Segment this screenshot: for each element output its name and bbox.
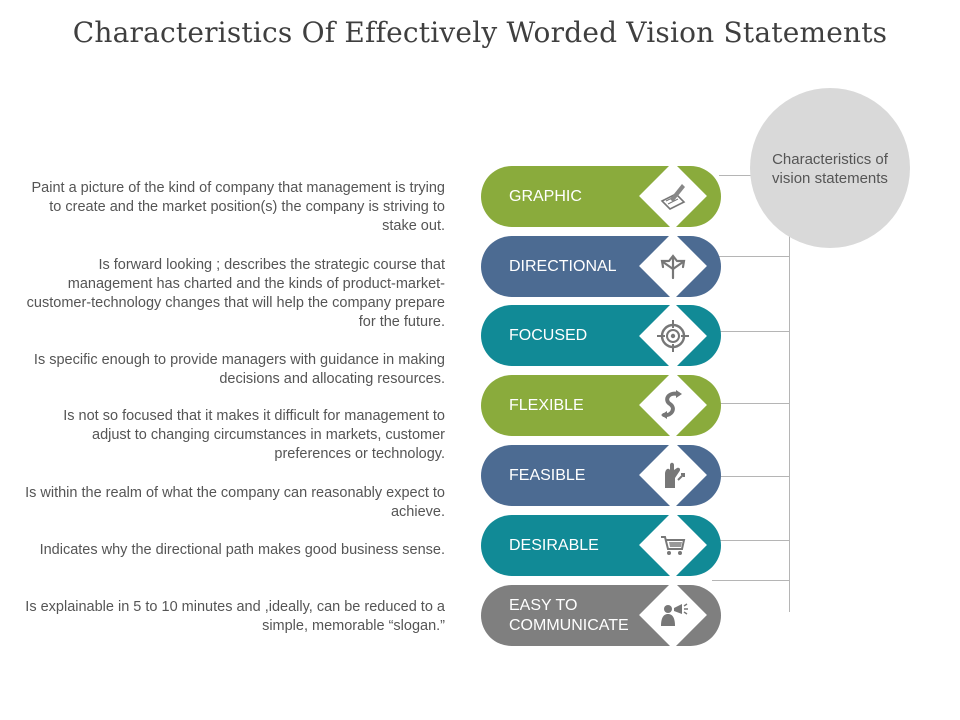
connector-focused <box>719 331 789 332</box>
pill-label: FLEXIBLE <box>509 396 584 414</box>
description-feasible: Is within the realm of what the company … <box>25 485 445 520</box>
description-focused: Is specific enough to provide managers w… <box>33 352 445 387</box>
connector-desirable <box>719 540 789 541</box>
pill-label: GRAPHIC <box>509 187 582 205</box>
pill-label: FEASIBLE <box>509 466 586 484</box>
description-desirable: Indicates why the directional path makes… <box>39 542 445 558</box>
target-icon <box>650 313 696 359</box>
center-circle <box>750 88 910 248</box>
megaphone-person-icon <box>650 592 696 638</box>
pill-label: DIRECTIONAL <box>509 257 617 275</box>
connector-easy-to-communicate <box>712 580 789 581</box>
pill-label: FOCUSED <box>509 326 588 344</box>
connector-directional <box>719 256 789 257</box>
description-directional: Is forward looking ; describes the strat… <box>26 257 445 330</box>
pill-label: DESIRABLE <box>509 536 599 554</box>
pen-paper-icon <box>650 173 696 219</box>
connector-feasible <box>719 476 789 477</box>
description-graphic: Paint a picture of the kind of company t… <box>31 180 445 234</box>
connector-graphic <box>719 175 751 176</box>
directions-arrows-icon <box>650 243 696 289</box>
connector-flexible <box>719 403 789 404</box>
description-flexible: Is not so focused that it makes it diffi… <box>63 408 445 462</box>
flex-arrows-icon <box>650 382 696 428</box>
description-easy-to-communicate: Is explainable in 5 to 10 minutes and ,i… <box>25 599 445 634</box>
page-title: Characteristics Of Effectively Worded Vi… <box>72 16 888 49</box>
shopping-cart-icon <box>650 522 696 568</box>
hand-growth-icon <box>650 452 696 498</box>
pill-label: EASY TO COMMUNICATE <box>509 596 629 634</box>
center-label: Characteristics of vision statements <box>772 151 888 187</box>
connector-vertical <box>789 230 790 612</box>
